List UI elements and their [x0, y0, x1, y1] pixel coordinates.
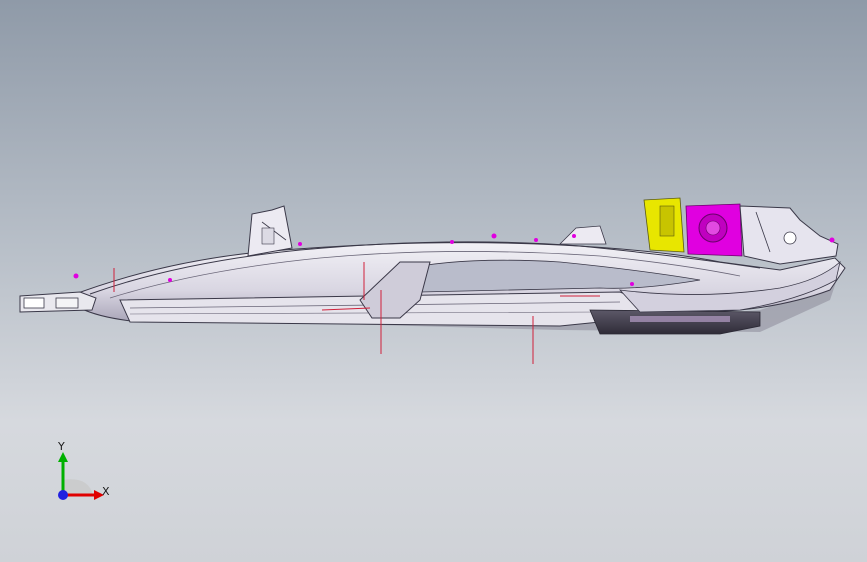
sketch-lines — [113, 262, 600, 364]
rear-bulge[interactable] — [618, 260, 841, 313]
x-axis-label: X — [102, 485, 110, 498]
z-axis-icon — [58, 490, 68, 500]
triad-xy-plane — [63, 479, 93, 495]
upper-arch-inner — [109, 251, 741, 299]
upper-arch — [89, 241, 761, 295]
cross-member[interactable] — [359, 261, 431, 319]
mid-bracket[interactable] — [559, 225, 607, 245]
rear-lower-box-highlight — [630, 316, 730, 322]
y-axis-label: Y — [58, 440, 65, 453]
underbody-shadow — [120, 270, 840, 332]
hardware-points — [73, 233, 835, 286]
coordinate-triad: Y X — [48, 440, 118, 510]
